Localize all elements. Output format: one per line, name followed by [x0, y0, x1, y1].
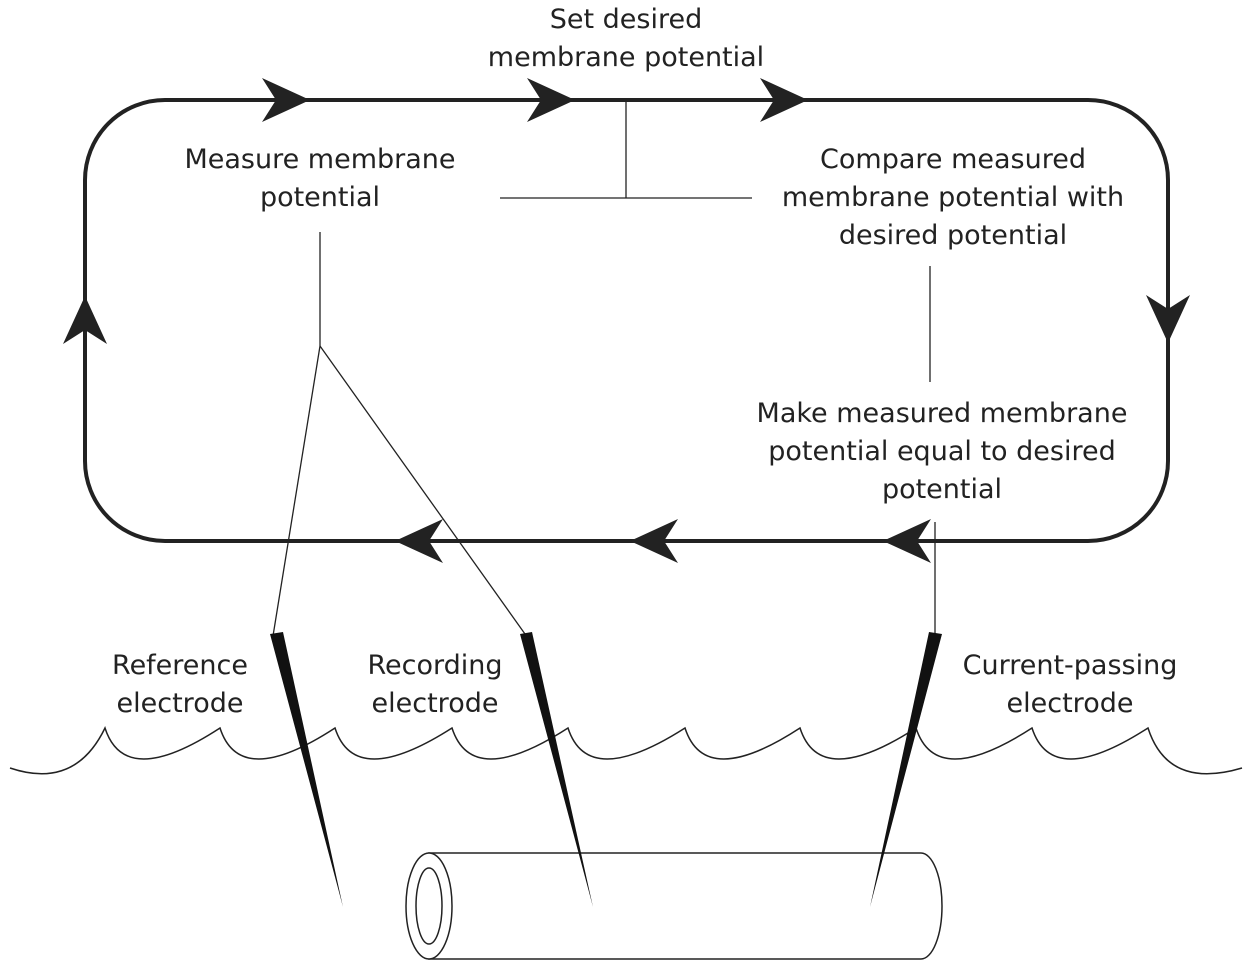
- current-passing-electrode: [870, 632, 942, 907]
- loop-arrow-bottom-2: [630, 519, 678, 563]
- loop-arrow-left: [63, 296, 107, 344]
- cell-cylinder: [405, 852, 943, 960]
- loop-arrow-right: [1146, 295, 1190, 343]
- loop-arrow-bottom-1: [883, 519, 931, 563]
- reference-wire: [272, 345, 321, 637]
- loop-arrow-top-3: [760, 78, 808, 122]
- reference-electrode: [270, 632, 343, 907]
- loop-arrow-top-2: [527, 78, 575, 122]
- recording-electrode: [520, 632, 593, 907]
- bath-surface: [9, 725, 1243, 775]
- loop-arrow-bottom-3: [395, 519, 443, 563]
- loop-arrow-top-1: [262, 78, 310, 122]
- recording-wire: [319, 345, 526, 635]
